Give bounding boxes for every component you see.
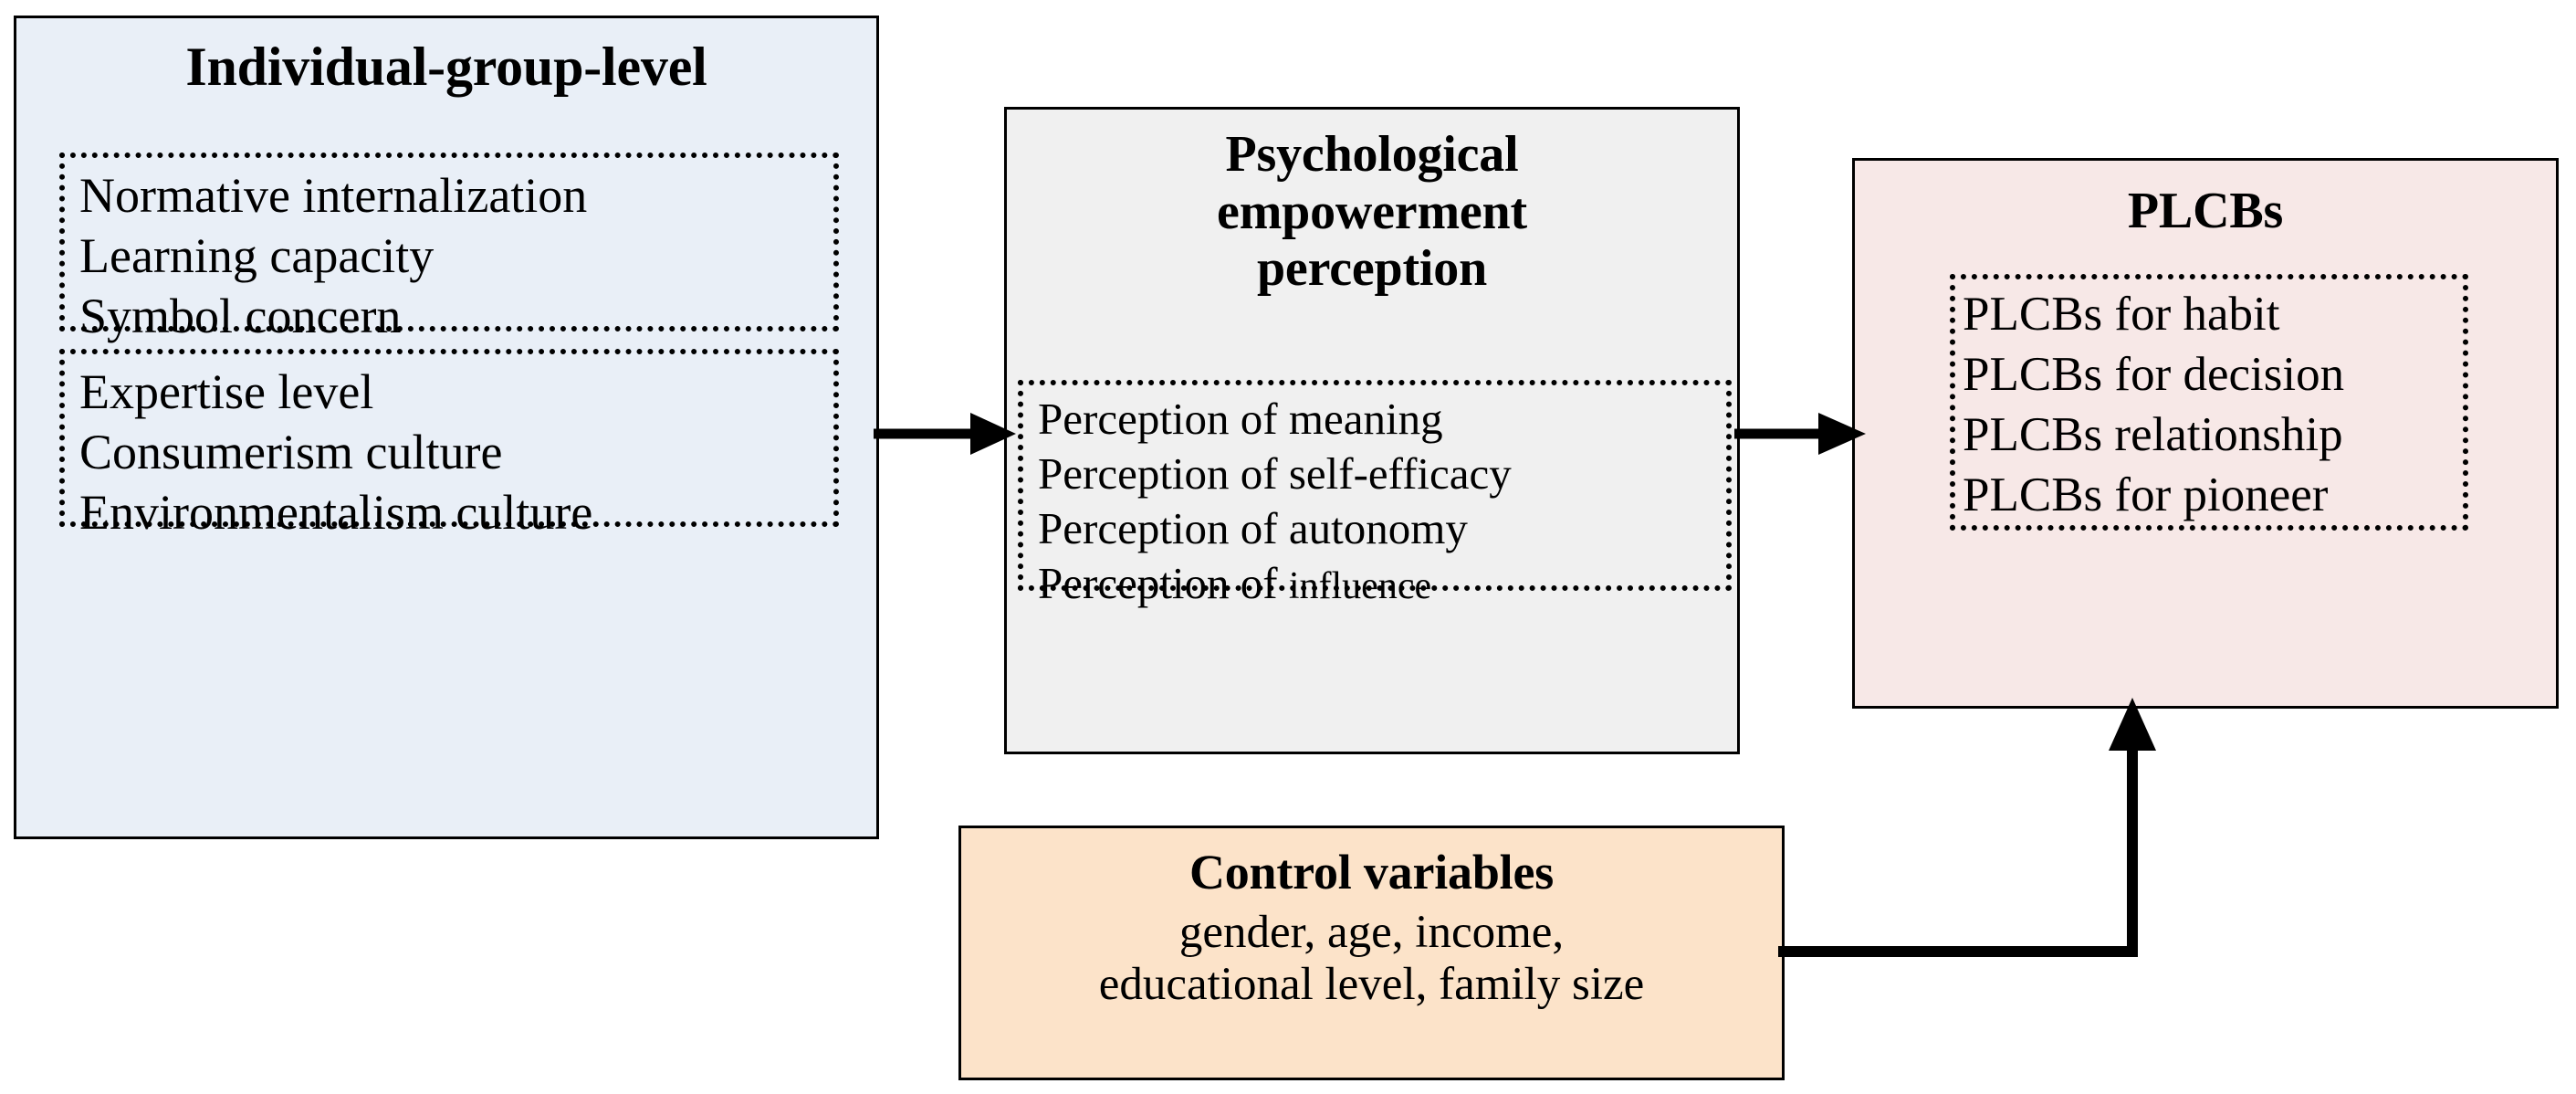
individual-group-level-panel: Individual-group-level Normative interna… [14, 16, 879, 839]
list-item-text: Perception of [1038, 558, 1289, 608]
list-item-text: Perception of meaning [1038, 394, 1443, 444]
list-item: Perception of autonomy [1023, 506, 1726, 551]
right-panel-title: PLCBs [2127, 183, 2284, 239]
arrow-left-to-middle-icon [874, 413, 1016, 455]
control-panel-body-line-2: educational level, family size [1098, 959, 1645, 1011]
control-variables-panel: Control variables gender, age, income, e… [958, 826, 1785, 1080]
plcbs-panel: PLCBs PLCBs for habit PLCBs for decision… [1852, 158, 2559, 709]
list-item: Perception of self-efficacy [1023, 451, 1726, 496]
middle-panel-title-line-2: empowerment [1217, 183, 1527, 240]
list-item: Perception of influence [1023, 561, 1726, 605]
list-item-text: Perception of autonomy [1038, 503, 1468, 553]
list-item: Learning capacity [79, 228, 435, 283]
control-panel-body-line-1: gender, age, income, [1178, 907, 1565, 958]
arrow-middle-to-right-icon [1734, 413, 1866, 455]
list-item-text-emphasis: influence [1288, 565, 1432, 607]
arrow-control-to-plcbs-icon [1778, 698, 2156, 957]
list-item: Consumerism culture [79, 425, 503, 479]
list-item-text: Perception of self-efficacy [1038, 448, 1512, 499]
middle-panel-title-line-3: perception [1256, 240, 1488, 298]
control-panel-body: gender, age, income, educational level, … [961, 907, 1782, 1011]
list-item: PLCBs for habit [1963, 288, 2280, 341]
psychological-empowerment-perception-panel: Psychological empowerment perception Per… [1004, 107, 1740, 754]
middle-panel-title-line-1: Psychological [1225, 126, 1519, 183]
list-item: PLCBs for decision [1963, 348, 2345, 401]
middle-panel-title: Psychological empowerment perception [1007, 126, 1737, 298]
list-item: PLCBs relationship [1963, 408, 2343, 461]
control-panel-title: Control variables [1189, 845, 1555, 899]
list-item: Normative internalization [79, 168, 588, 223]
list-item: PLCBs for pioneer [1963, 468, 2329, 521]
left-panel-title: Individual-group-level [185, 37, 707, 97]
list-item: Symbol concern [79, 289, 402, 343]
list-item: Environmentalism culture [79, 485, 593, 540]
list-item: Perception of meaning [1023, 396, 1726, 441]
left-panel-group-2: Expertise level Consumerism culture Envi… [59, 349, 839, 537]
middle-panel-group: Perception of meaning Perception of self… [1018, 380, 1732, 605]
list-item: Expertise level [79, 364, 374, 419]
left-panel-group-1: Normative internalization Learning capac… [59, 153, 839, 341]
plcbs-group: PLCBs for habit PLCBs for decision PLCBs… [1950, 274, 2468, 531]
